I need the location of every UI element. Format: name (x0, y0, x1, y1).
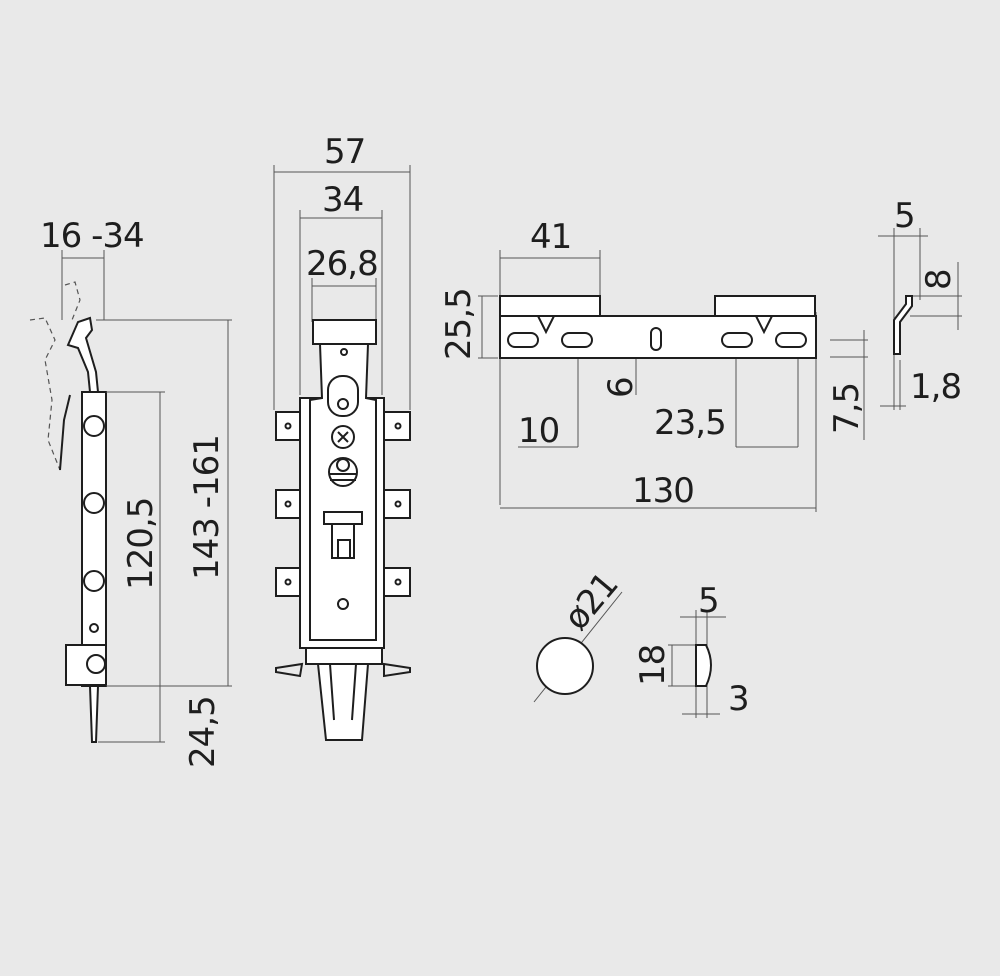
dim-hole-spacing-small: 10 (518, 411, 559, 451)
side-view: 16 -34 120,5 143 -161 24,5 (29, 216, 232, 768)
dim-height-range: 143 -161 (187, 435, 227, 580)
dim-offset: 6 (601, 377, 641, 398)
dim-total-length: 130 (632, 471, 694, 511)
dim-hole-spacing: 23,5 (654, 403, 726, 443)
dim-profile-height: 8 (919, 269, 959, 290)
dim-cap-diameter: ø21 (556, 565, 626, 638)
dim-hole-offset: 7,5 (827, 383, 867, 434)
cap-view: ø21 5 18 3 (533, 565, 750, 719)
dim-profile-width: 5 (894, 196, 915, 236)
dim-cap-thickness: 5 (698, 581, 719, 621)
dim-width-range: 16 -34 (40, 216, 144, 256)
dim-bottom: 24,5 (183, 696, 223, 768)
dim-height-main: 120,5 (121, 498, 161, 590)
profile-view: 5 8 1,8 (878, 196, 962, 410)
dim-height: 25,5 (439, 288, 479, 360)
front-view: 57 34 26,8 (273, 132, 411, 741)
dim-cap-depth: 3 (728, 679, 749, 719)
dim-profile-thickness: 1,8 (910, 367, 961, 407)
dim-slot-width: 26,8 (306, 244, 378, 284)
dim-inner-width: 34 (322, 180, 363, 220)
dim-cap-height: 18 (633, 645, 673, 686)
dim-overall-width: 57 (324, 132, 365, 172)
dim-pad-width: 41 (530, 217, 571, 257)
plate-view: 41 25,5 6 10 23,5 130 7,5 (439, 217, 868, 512)
